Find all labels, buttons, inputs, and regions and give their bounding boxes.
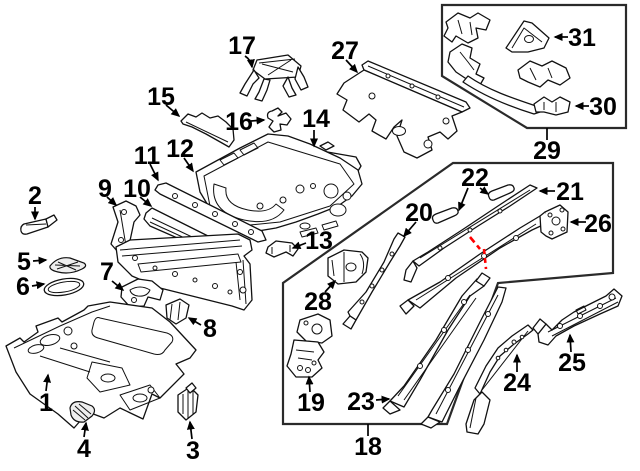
part-27 <box>336 60 471 159</box>
part-31 <box>505 20 550 53</box>
callout-17[interactable]: 17 <box>228 32 256 60</box>
part-29-rail <box>462 75 541 115</box>
callout-14[interactable]: 14 <box>302 105 330 133</box>
callout-1[interactable]: 1 <box>39 389 53 417</box>
callout-11[interactable]: 11 <box>134 142 161 170</box>
callout-3[interactable]: 3 <box>186 437 200 465</box>
part-12 <box>195 133 363 238</box>
part-21 <box>403 184 538 283</box>
part-17 <box>239 54 309 102</box>
callout-20[interactable]: 20 <box>405 199 433 227</box>
callout-29[interactable]: 29 <box>533 137 561 165</box>
callout-16[interactable]: 16 <box>225 108 253 136</box>
part-15 <box>180 112 235 148</box>
callout-10[interactable]: 10 <box>123 175 151 203</box>
part-20 <box>342 232 406 330</box>
part-29-bracket-b <box>447 43 485 86</box>
part-2 <box>20 214 58 235</box>
callout-12[interactable]: 12 <box>166 135 194 163</box>
callout-15[interactable]: 15 <box>147 83 175 111</box>
part-26 <box>539 204 569 240</box>
callout-4[interactable]: 4 <box>77 435 91 463</box>
part-1 <box>5 301 197 429</box>
callout-7[interactable]: 7 <box>100 258 114 286</box>
rear-panel <box>115 233 253 311</box>
section-marker <box>469 236 488 270</box>
part-29-bracket-a <box>443 12 491 44</box>
part-4 <box>69 401 96 423</box>
callout-22[interactable]: 22 <box>461 164 489 192</box>
callout-8[interactable]: 8 <box>203 315 217 343</box>
callout-18[interactable]: 18 <box>354 433 382 461</box>
callout-21[interactable]: 21 <box>556 178 584 206</box>
part-16 <box>266 107 292 133</box>
part-19 <box>286 313 333 378</box>
part-13 <box>265 240 299 258</box>
callout-6[interactable]: 6 <box>16 273 30 301</box>
part-28 <box>327 249 369 285</box>
callout-19[interactable]: 19 <box>297 389 325 417</box>
callout-2[interactable]: 2 <box>28 182 42 210</box>
part-5 <box>49 257 87 274</box>
part-25 <box>532 288 623 346</box>
callout-13[interactable]: 13 <box>305 227 333 255</box>
part-7 <box>120 278 164 308</box>
callout-30[interactable]: 30 <box>589 93 617 121</box>
part-9 <box>110 200 141 253</box>
part-6 <box>43 277 85 297</box>
callout-9[interactable]: 9 <box>98 175 112 203</box>
callout-27[interactable]: 27 <box>331 37 359 65</box>
part-22 <box>431 184 515 224</box>
callout-labels: 1 2 3 4 5 6 7 8 9 10 11 12 13 14 15 16 1… <box>16 24 617 465</box>
part-11 <box>154 182 267 243</box>
part-23 <box>382 272 507 429</box>
part-30 <box>533 96 571 116</box>
part-29-bracket-c <box>517 60 571 88</box>
callout-25[interactable]: 25 <box>558 349 586 377</box>
part-8 <box>165 298 190 325</box>
callout-28[interactable]: 28 <box>304 288 332 316</box>
part-24 <box>465 324 534 435</box>
callout-23[interactable]: 23 <box>347 388 375 416</box>
part-3 <box>177 382 199 421</box>
callout-26[interactable]: 26 <box>584 210 612 238</box>
callout-31[interactable]: 31 <box>568 24 596 52</box>
callout-5[interactable]: 5 <box>17 248 31 276</box>
callout-arrows <box>31 33 589 440</box>
callout-24[interactable]: 24 <box>503 369 531 397</box>
